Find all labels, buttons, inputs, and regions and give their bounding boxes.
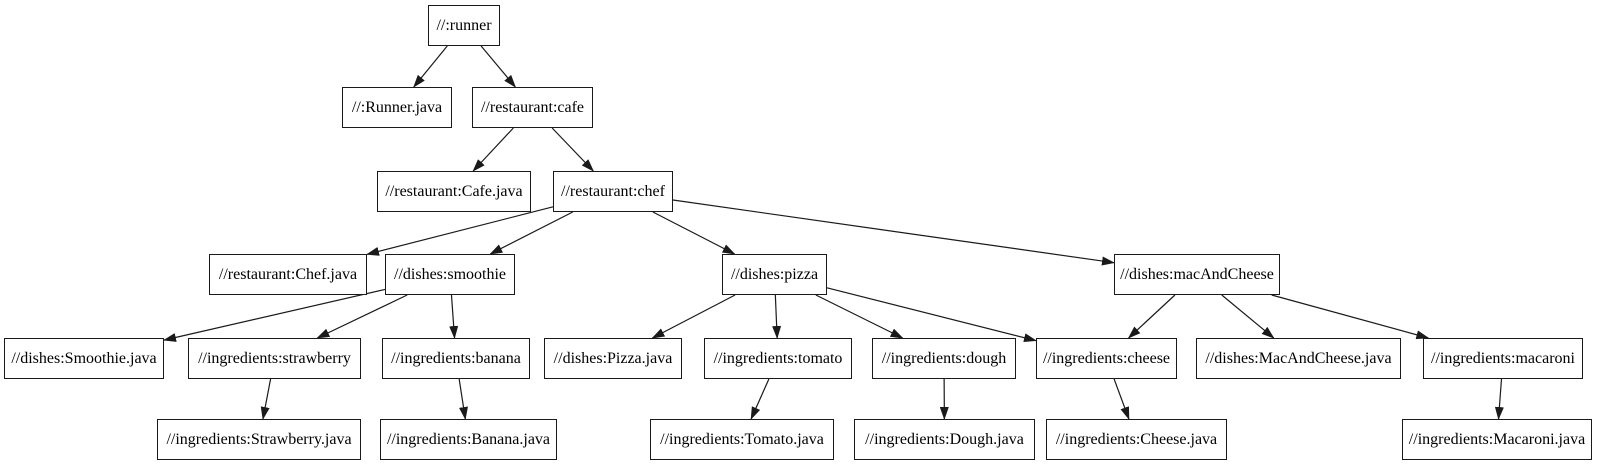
- node-smoothie: //dishes:smoothie: [385, 254, 515, 295]
- edge-runner-to-runner-java: [413, 45, 448, 88]
- edge-banana-to-banana-java: [458, 378, 468, 420]
- edge-pizza-to-dough: [815, 294, 904, 339]
- node-runner: //:runner: [428, 5, 500, 46]
- edge-pizza-to-cheese: [826, 287, 1037, 343]
- edge-smoothie-to-strawberry: [316, 294, 408, 339]
- edge-strawberry-to-strawberry-java: [260, 378, 272, 420]
- edge-mac-and-cheese-to-mac-and-cheese-java: [1221, 294, 1275, 339]
- node-pizza-java: //dishes:Pizza.java: [544, 338, 682, 379]
- node-runner-java: //:Runner.java: [342, 87, 452, 128]
- node-cafe-java: //restaurant:Cafe.java: [377, 171, 531, 212]
- node-chef-java: //restaurant:Chef.java: [209, 254, 367, 295]
- node-tomato-java: //ingredients:Tomato.java: [650, 419, 834, 460]
- edge-mac-and-cheese-to-cheese: [1127, 294, 1176, 339]
- edge-pizza-to-tomato: [772, 294, 782, 339]
- node-cheese: //ingredients:cheese: [1036, 338, 1177, 379]
- node-chef: //restaurant:chef: [553, 171, 673, 212]
- edge-cheese-to-cheese-java: [1113, 378, 1130, 420]
- edge-cafe-to-cafe-java: [472, 127, 514, 172]
- node-cafe: //restaurant:cafe: [472, 87, 593, 128]
- edge-tomato-to-tomato-java: [750, 378, 770, 420]
- edge-chef-to-pizza: [652, 211, 736, 255]
- edge-chef-to-mac-and-cheese: [672, 199, 1115, 266]
- edge-macaroni-to-macaroni-java: [1494, 378, 1504, 420]
- node-dough-java: //ingredients:Dough.java: [854, 419, 1035, 460]
- edge-chef-to-chef-java: [366, 206, 554, 256]
- edge-cafe-to-chef: [551, 127, 595, 172]
- node-cheese-java: //ingredients:Cheese.java: [1046, 419, 1227, 460]
- edge-chef-to-smoothie: [489, 211, 574, 255]
- node-pizza: //dishes:pizza: [722, 254, 827, 295]
- node-banana: //ingredients:banana: [382, 338, 530, 379]
- node-strawberry-java: //ingredients:Strawberry.java: [157, 419, 361, 460]
- node-smoothie-java: //dishes:Smoothie.java: [4, 338, 164, 379]
- node-strawberry: //ingredients:strawberry: [188, 338, 361, 379]
- edge-smoothie-to-smoothie-java: [163, 288, 386, 342]
- edge-runner-to-cafe: [480, 45, 517, 88]
- node-dough: //ingredients:dough: [872, 338, 1016, 379]
- node-mac-and-cheese: //dishes:macAndCheese: [1114, 254, 1280, 295]
- node-mac-and-cheese-java: //dishes:MacAndCheese.java: [1196, 338, 1401, 379]
- node-macaroni: //ingredients:macaroni: [1423, 338, 1583, 379]
- node-macaroni-java: //ingredients:Macaroni.java: [1402, 419, 1592, 460]
- edge-pizza-to-pizza-java: [651, 294, 736, 339]
- edge-mac-and-cheese-to-macaroni: [1271, 294, 1430, 340]
- node-banana-java: //ingredients:Banana.java: [380, 419, 557, 460]
- edge-smoothie-to-banana: [449, 294, 459, 339]
- node-tomato: //ingredients:tomato: [704, 338, 852, 379]
